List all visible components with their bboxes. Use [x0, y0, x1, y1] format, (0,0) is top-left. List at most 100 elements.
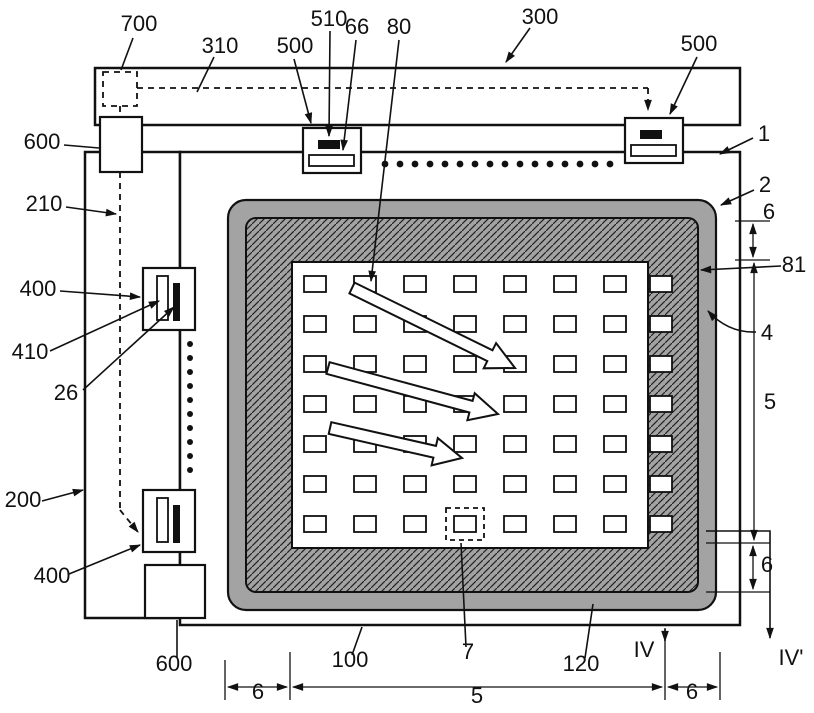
pixel-electrode	[503, 435, 527, 453]
label-80: 80	[387, 14, 411, 39]
chip-600-bottom	[143, 563, 207, 620]
label-310: 310	[202, 33, 239, 58]
dots-column-left	[187, 341, 193, 473]
label-4: 4	[761, 320, 773, 345]
pixel-electrode	[553, 515, 577, 533]
leader-100	[351, 626, 363, 656]
leader-500-left	[293, 58, 313, 125]
pixel-electrode	[453, 315, 477, 333]
leader-600-top	[63, 144, 100, 149]
pixel-electrode	[403, 275, 427, 293]
label-600-bottom: 600	[156, 651, 193, 676]
pixel-electrode	[649, 355, 673, 373]
label-66: 66	[345, 14, 369, 39]
label-section-iv-prime: IV'	[779, 645, 804, 670]
label-500-right: 500	[681, 31, 718, 56]
pixel-electrode	[303, 515, 327, 533]
pixel-electrode	[553, 475, 577, 493]
continuation-dot	[187, 341, 193, 347]
highlight-pixel-box	[445, 507, 485, 541]
pixel-electrode	[303, 275, 327, 293]
label-100: 100	[332, 647, 369, 672]
dashed-signal-path	[102, 71, 652, 533]
label-500-left: 500	[277, 33, 314, 58]
leader-310	[196, 56, 215, 93]
pixel-electrode	[553, 275, 577, 293]
pixel-electrode	[503, 315, 527, 333]
pixel-electrode	[403, 515, 427, 533]
leader-66	[340, 39, 357, 152]
continuation-dot	[187, 369, 193, 375]
leader-410	[49, 300, 161, 352]
label-dim-bottom-6-left: 6	[252, 679, 264, 704]
continuation-dot	[187, 425, 193, 431]
chip-body	[98, 115, 144, 174]
leader-210	[65, 206, 118, 217]
continuation-dot	[606, 160, 614, 168]
continuation-dot	[187, 383, 193, 389]
label-400-bottom: 400	[34, 563, 71, 588]
continuation-dot	[426, 160, 434, 168]
chip-400-top	[141, 266, 197, 332]
label-26: 26	[54, 380, 78, 405]
pad-bar-filled	[173, 283, 180, 321]
leader-500-right	[669, 56, 698, 116]
dashed-arrow-left-chip	[119, 509, 139, 533]
continuation-dot	[187, 439, 193, 445]
fpc-bar	[93, 66, 742, 127]
leader-26	[82, 306, 175, 391]
pixel-electrode	[503, 475, 527, 493]
label-dim-bottom-6-right: 6	[686, 679, 698, 704]
label-600-top: 600	[24, 129, 61, 154]
pixel-electrode	[649, 275, 673, 293]
chip-body	[141, 488, 197, 554]
pixel-electrode	[553, 435, 577, 453]
chip-400-bottom	[141, 488, 197, 554]
pixel-electrode	[303, 355, 327, 373]
pixel-electrode	[553, 355, 577, 373]
pad-bar-outline	[156, 275, 169, 321]
chip-600-top	[98, 115, 144, 174]
pixel-electrode	[603, 435, 627, 453]
continuation-dot	[187, 411, 193, 417]
leader-1	[718, 137, 754, 155]
pixel-electrode	[403, 355, 427, 373]
pixel-electrode	[353, 515, 377, 533]
label-410: 410	[12, 339, 49, 364]
pixel-electrode	[603, 515, 627, 533]
pixel-electrode	[649, 475, 673, 493]
leader-2	[719, 189, 755, 206]
continuation-dot	[516, 160, 524, 168]
flow-arrow-3	[327, 421, 465, 467]
label-1: 1	[758, 121, 770, 146]
section-arrow-iv-prime	[706, 530, 774, 640]
flow-arrow-1	[348, 281, 517, 370]
labels: 700 310 500 510 66 80 300 500 1 2 6 81 4…	[5, 4, 807, 708]
label-dim-right-6-top: 6	[763, 199, 775, 224]
continuation-dot	[187, 397, 193, 403]
continuation-dot	[561, 160, 569, 168]
continuation-dot	[576, 160, 584, 168]
pixel-electrode	[553, 395, 577, 413]
continuation-dot	[591, 160, 599, 168]
pixel-electrode	[303, 475, 327, 493]
pixel-electrode	[553, 315, 577, 333]
pixel-electrode	[503, 275, 527, 293]
leader-7	[460, 542, 467, 648]
pixel-electrode	[603, 475, 627, 493]
label-81: 81	[782, 252, 806, 277]
pixel-electrode	[303, 315, 327, 333]
chip-body	[143, 563, 207, 620]
bond-pad-outline	[308, 154, 355, 167]
label-700: 700	[121, 11, 158, 36]
dots-row-top	[381, 160, 614, 168]
pixel-electrode	[649, 395, 673, 413]
flow-arrows	[325, 281, 517, 467]
pixel-electrode	[353, 475, 377, 493]
continuation-dot	[187, 355, 193, 361]
continuation-dot	[501, 160, 509, 168]
label-300: 300	[522, 4, 559, 29]
continuation-dot	[187, 467, 193, 473]
pad-bar-filled	[173, 505, 180, 543]
